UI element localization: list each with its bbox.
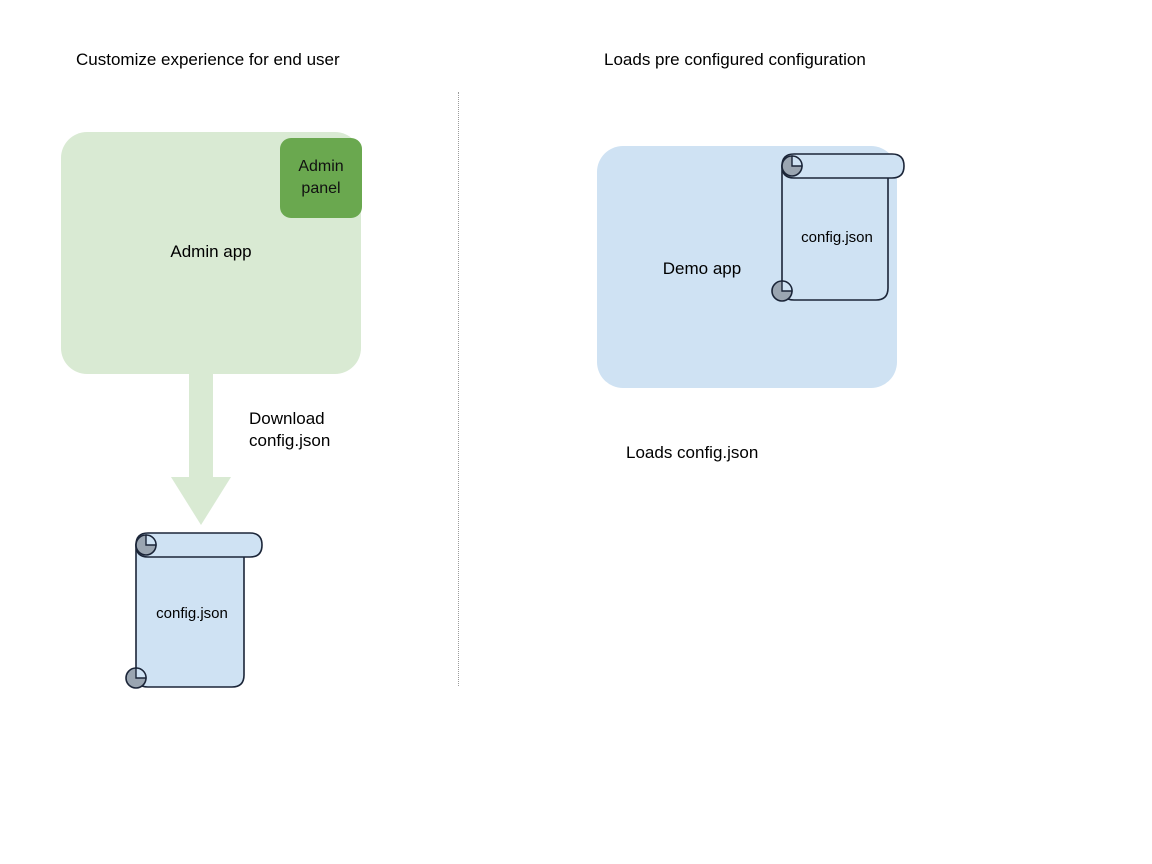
column-divider xyxy=(458,92,459,686)
left-column-title: Customize experience for end user xyxy=(76,50,340,69)
config-json-document-right[interactable]: config.json xyxy=(768,148,913,313)
config-json-document-right-label: config.json xyxy=(801,229,873,246)
download-arrow-label-line1: Download xyxy=(249,409,325,428)
config-json-document-left-label: config.json xyxy=(156,605,228,622)
demo-app-label: Demo app xyxy=(662,259,742,278)
admin-app-card[interactable]: Admin app Admin panel xyxy=(61,132,362,374)
config-json-document-left[interactable]: config.json xyxy=(118,525,270,695)
loads-config-caption: Loads config.json xyxy=(626,443,759,462)
download-arrow-icon xyxy=(171,372,231,525)
admin-panel-badge[interactable]: Admin panel xyxy=(280,138,362,218)
download-arrow-label-line2: config.json xyxy=(249,431,331,450)
admin-app-label: Admin app xyxy=(170,242,252,261)
right-column-title: Loads pre configured configuration xyxy=(604,50,866,69)
download-arrow-label: Download config.json xyxy=(249,408,330,452)
